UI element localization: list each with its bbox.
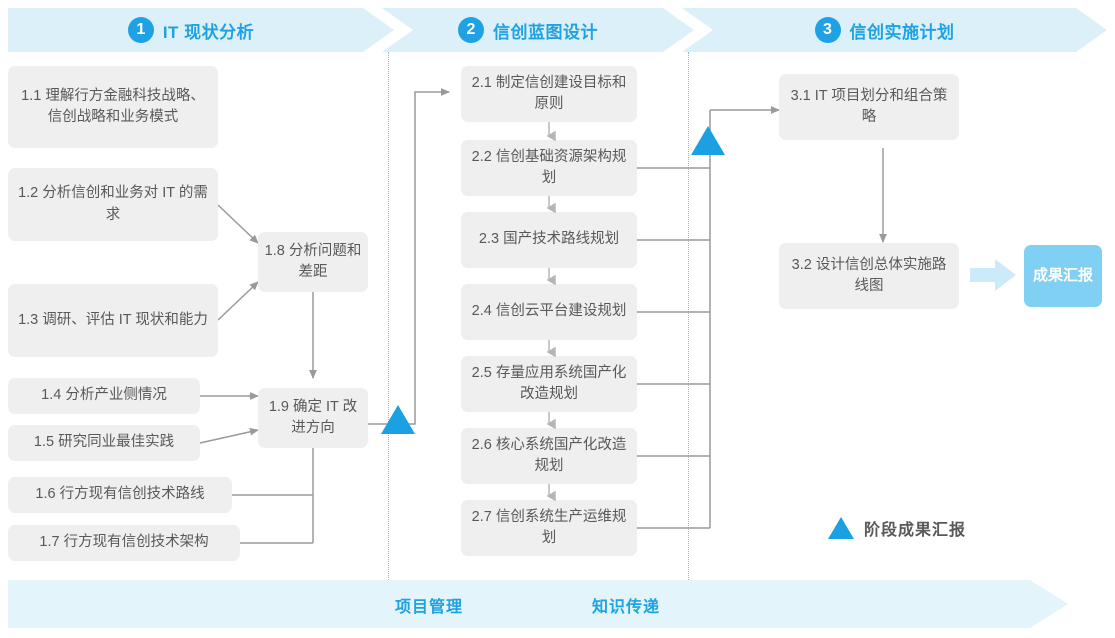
- legend-label: 阶段成果汇报: [864, 522, 967, 539]
- task-box-1-2[interactable]: 1.2 分析信创和业务对 IT 的需求: [8, 168, 218, 241]
- phase-header-2[interactable]: 2 信创蓝图设计: [382, 8, 694, 52]
- phase-header-2-inner: 2 信创蓝图设计: [458, 17, 598, 43]
- task-label-1-7: 1.7 行方现有信创技术架构: [39, 534, 209, 551]
- task-label-2-2: 2.2 信创基础资源架构规划: [471, 148, 627, 186]
- task-label-3-2: 3.2 设计信创总体实施路线图: [791, 256, 947, 294]
- task-box-2-5[interactable]: 2.5 存量应用系统国产化改造规划: [461, 356, 637, 412]
- footer-item-knowledge-transfer[interactable]: 知识传递: [592, 593, 660, 617]
- task-label-1-2: 1.2 分析信创和业务对 IT 的需求: [18, 185, 208, 223]
- phase-number-2: 2: [458, 17, 484, 43]
- output-label: 成果汇报: [1032, 266, 1093, 284]
- task-box-1-1[interactable]: 1.1 理解行方金融科技战略、信创战略和业务模式: [8, 66, 218, 148]
- task-label-1-5: 1.5 研究同业最佳实践: [33, 434, 175, 451]
- task-box-2-4[interactable]: 2.4 信创云平台建设规划: [461, 284, 637, 340]
- task-box-2-1[interactable]: 2.1 制定信创建设目标和原则: [461, 66, 637, 122]
- phase-divider-2: [688, 52, 689, 580]
- task-label-1-1: 1.1 理解行方金融科技战略、信创战略和业务模式: [21, 87, 205, 125]
- task-label-1-8: 1.8 分析问题和差距: [264, 242, 362, 280]
- task-label-3-1: 3.1 IT 项目划分和组合策略: [790, 87, 948, 125]
- phase-header-1-inner: 1 IT 现状分析: [127, 17, 255, 43]
- result-arrow-icon: [970, 259, 1016, 291]
- milestone-triangle-phase1: [381, 405, 415, 434]
- task-box-1-7[interactable]: 1.7 行方现有信创技术架构: [8, 525, 240, 561]
- task-label-2-3: 2.3 国产技术路线规划: [478, 231, 620, 248]
- footer-label-1: 知识传递: [592, 599, 661, 616]
- task-box-2-6[interactable]: 2.6 核心系统国产化改造规划: [461, 428, 637, 484]
- task-box-3-2[interactable]: 3.2 设计信创总体实施路线图: [779, 243, 959, 309]
- phase-title-2: 信创蓝图设计: [493, 22, 598, 42]
- phase-title-1: IT 现状分析: [162, 22, 255, 42]
- footer-band: [8, 580, 1068, 628]
- footer-label-0: 项目管理: [395, 599, 464, 616]
- footer-item-project-management[interactable]: 项目管理: [395, 593, 463, 617]
- task-box-1-3[interactable]: 1.3 调研、评估 IT 现状和能力: [8, 284, 218, 357]
- phase-divider-1: [388, 52, 389, 580]
- phase-header-3-inner: 3 信创实施计划: [814, 17, 955, 43]
- task-box-2-2[interactable]: 2.2 信创基础资源架构规划: [461, 140, 637, 196]
- task-label-1-9: 1.9 确定 IT 改进方向: [268, 398, 358, 436]
- task-label-2-5: 2.5 存量应用系统国产化改造规划: [471, 364, 627, 402]
- task-box-1-5[interactable]: 1.5 研究同业最佳实践: [8, 425, 200, 461]
- phase-header-1[interactable]: 1 IT 现状分析: [8, 8, 394, 52]
- task-label-2-6: 2.6 核心系统国产化改造规划: [471, 436, 627, 474]
- output-box-result-report[interactable]: 成果汇报: [1024, 245, 1102, 307]
- task-label-2-4: 2.4 信创云平台建设规划: [471, 303, 627, 320]
- phase-number-3: 3: [814, 17, 841, 43]
- task-label-2-7: 2.7 信创系统生产运维规划: [471, 508, 627, 546]
- task-box-1-6[interactable]: 1.6 行方现有信创技术路线: [8, 477, 232, 513]
- phase-number-1: 1: [127, 17, 154, 43]
- task-label-1-6: 1.6 行方现有信创技术路线: [35, 486, 205, 503]
- task-box-1-9[interactable]: 1.9 确定 IT 改进方向: [258, 388, 368, 448]
- phase-header-3[interactable]: 3 信创实施计划: [682, 8, 1107, 52]
- task-box-2-7[interactable]: 2.7 信创系统生产运维规划: [461, 500, 637, 556]
- task-label-2-1: 2.1 制定信创建设目标和原则: [471, 74, 627, 112]
- task-label-1-4: 1.4 分析产业侧情况: [41, 387, 167, 404]
- task-label-1-3: 1.3 调研、评估 IT 现状和能力: [18, 311, 208, 328]
- task-box-1-8[interactable]: 1.8 分析问题和差距: [258, 232, 368, 292]
- task-box-2-3[interactable]: 2.3 国产技术路线规划: [461, 212, 637, 268]
- triangle-icon: [828, 517, 854, 539]
- phase-title-3: 信创实施计划: [849, 22, 955, 42]
- task-box-3-1[interactable]: 3.1 IT 项目划分和组合策略: [779, 74, 959, 140]
- task-box-1-4[interactable]: 1.4 分析产业侧情况: [8, 378, 200, 414]
- legend-milestone: 阶段成果汇报: [828, 516, 966, 540]
- milestone-triangle-phase2: [691, 126, 725, 155]
